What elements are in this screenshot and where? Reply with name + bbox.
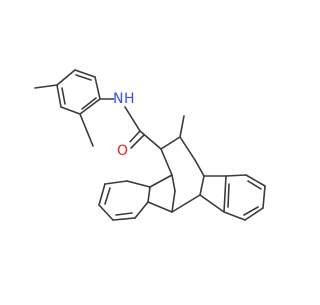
right-benzo-ring (171, 174, 266, 221)
bond (179, 115, 185, 138)
bond (56, 84, 62, 108)
bond (160, 148, 173, 176)
bond (262, 185, 266, 209)
methyl-bond (34, 84, 58, 89)
bond (171, 194, 201, 213)
bond (115, 212, 133, 216)
bond (171, 174, 176, 192)
bond (61, 87, 66, 105)
carbonyl-bond (127, 130, 141, 145)
bond (139, 130, 162, 150)
bond (243, 206, 259, 216)
bond (244, 207, 264, 221)
hydrogen-atom: H (124, 91, 135, 107)
dimethylphenyl-ring (56, 69, 101, 115)
bond (227, 183, 230, 208)
bond (194, 159, 205, 177)
bond (75, 74, 92, 81)
bond (94, 76, 101, 100)
bond (245, 174, 266, 187)
bond (199, 194, 225, 213)
bond (225, 174, 247, 177)
n-c-bond (124, 106, 141, 132)
molecule-diagram: N H O (34, 69, 266, 221)
bond (126, 180, 151, 188)
structure-svg: N H O (34, 69, 266, 221)
methyl-bond (79, 113, 94, 147)
bond (81, 97, 97, 110)
bond (79, 98, 101, 115)
bond (60, 106, 81, 115)
left-benzo-ring (98, 174, 173, 221)
bond (104, 187, 111, 205)
label-bg (117, 142, 130, 157)
carbonyl-bond (130, 134, 145, 149)
bond (98, 183, 106, 206)
oxygen-atom: O (117, 143, 128, 159)
bond (56, 69, 76, 86)
bond (147, 201, 173, 213)
bond (112, 217, 136, 221)
bond (199, 175, 205, 196)
bond (149, 174, 173, 188)
bond (223, 175, 227, 213)
bond (104, 180, 128, 185)
bond (74, 69, 96, 78)
bond (247, 180, 262, 190)
label-bg (114, 86, 138, 104)
bond (160, 136, 181, 150)
nitrogen-atom: N (113, 91, 123, 107)
bond (179, 136, 196, 161)
bond (147, 186, 151, 203)
bond (134, 201, 149, 219)
bond (98, 204, 114, 221)
bond (171, 190, 176, 213)
bond (223, 211, 246, 221)
